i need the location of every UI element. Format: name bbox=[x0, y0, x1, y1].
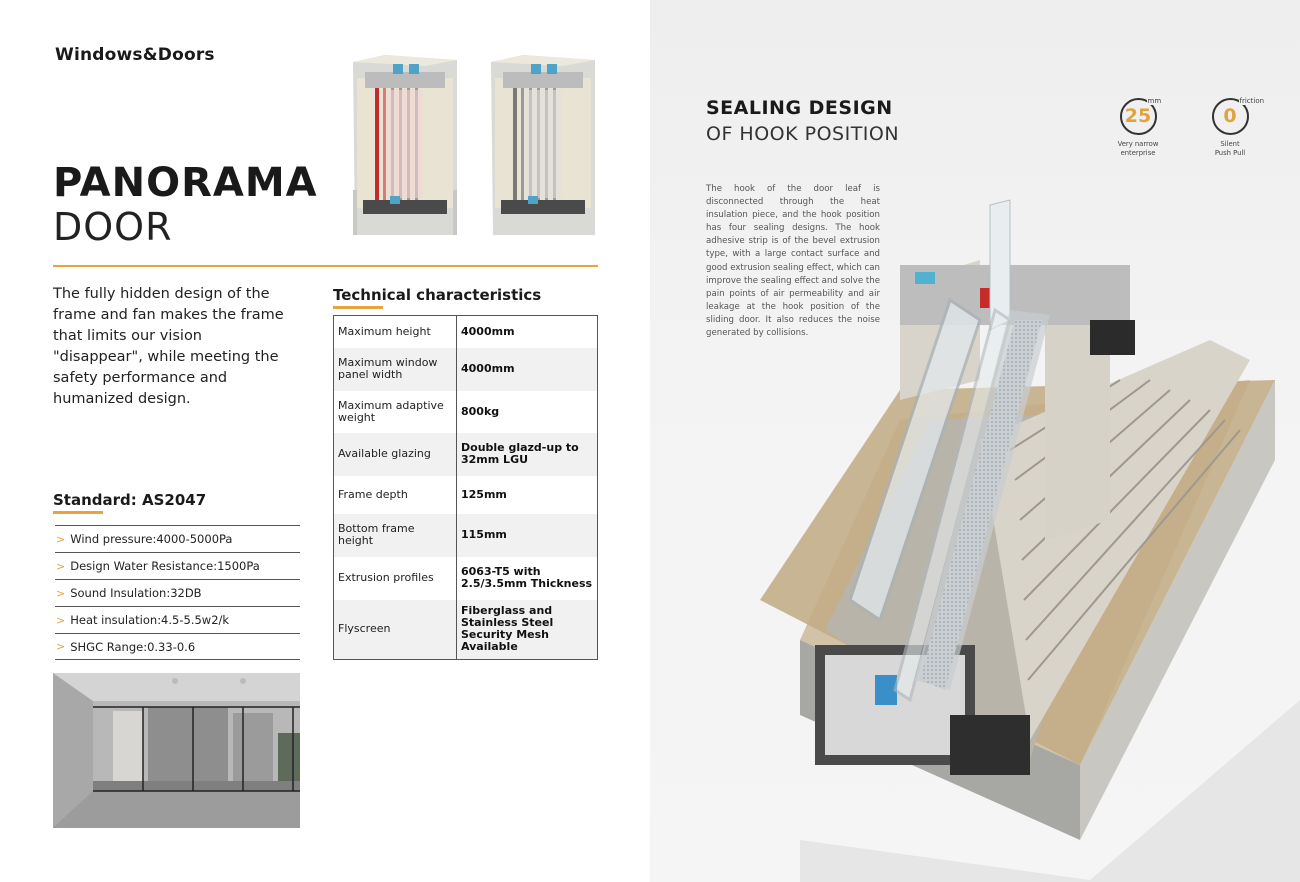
sealing-title: SEALING DESIGN bbox=[706, 97, 893, 119]
tech-title: Technical characteristics bbox=[333, 286, 542, 304]
chevron-right-icon: > bbox=[56, 613, 66, 627]
sealing-description: The hook of the door leaf is disconnecte… bbox=[706, 184, 880, 339]
chevron-right-icon: > bbox=[56, 586, 66, 600]
tech-key: Extrusion profiles bbox=[333, 556, 457, 600]
badge-ring: 0 friction bbox=[1211, 97, 1266, 135]
interior-photo bbox=[53, 673, 300, 828]
tech-key: Bottom frame height bbox=[333, 513, 457, 557]
tech-key: Frame depth bbox=[333, 475, 457, 514]
standard-list: > Wind pressure:4000-5000Pa > Design Water… bbox=[55, 525, 300, 660]
table-row: Flyscreen Fiberglass and Stainless Steel… bbox=[333, 599, 598, 660]
door-section-render bbox=[760, 199, 1300, 882]
table-row: Maximum window panel width 4000mm bbox=[333, 347, 598, 391]
standard-underline bbox=[53, 511, 103, 514]
badge-caption: Silent Push Pull bbox=[1200, 140, 1260, 157]
badge-caption-line: Push Pull bbox=[1214, 148, 1246, 157]
standard-item: > Wind pressure:4000-5000Pa bbox=[55, 525, 300, 552]
tech-value: 4000mm bbox=[456, 347, 598, 391]
tech-key: Available glazing bbox=[333, 432, 457, 476]
frame-section-illustrations bbox=[353, 55, 595, 235]
badge-unit: mm bbox=[1146, 97, 1163, 105]
standard-item-label: Design Water Resistance:1500Pa bbox=[70, 559, 260, 573]
table-row: Maximum adaptive weight 800kg bbox=[333, 390, 598, 433]
badge-unit: friction bbox=[1238, 97, 1266, 105]
tech-value: Fiberglass and Stainless Steel Security … bbox=[456, 599, 598, 660]
table-row: Bottom frame height 115mm bbox=[333, 513, 598, 557]
tech-underline bbox=[333, 306, 383, 309]
tech-value: 800kg bbox=[461, 404, 500, 418]
badge-caption-line: Very narrow bbox=[1117, 140, 1159, 148]
standard-item-label: Heat insulation:4.5-5.5w2/k bbox=[70, 613, 230, 627]
table-row: Available glazing Double glazd-up to 32m… bbox=[333, 432, 598, 476]
standard-item-label: SHGC Range:0.33-0.6 bbox=[70, 639, 196, 654]
narrow-frame-badge: 25 mm Very narrow enterprise bbox=[1108, 97, 1168, 157]
zero-friction-badge: 0 friction Silent Push Pull bbox=[1200, 97, 1266, 157]
tech-key: Maximum adaptive weight bbox=[333, 390, 457, 433]
tech-value: 4000mm bbox=[461, 324, 515, 338]
table-row: Extrusion profiles 6063-T5 with 2.5/3.5m… bbox=[333, 556, 598, 600]
tech-value: 6063-T5 with 2.5/3.5mm Thickness bbox=[461, 565, 593, 590]
page-subtitle: DOOR bbox=[53, 205, 173, 249]
section-divider bbox=[53, 265, 598, 267]
standard-item: > Design Water Resistance:1500Pa bbox=[55, 552, 300, 579]
right-page: SEALING DESIGN OF HOOK POSITION The hook… bbox=[650, 0, 1300, 882]
tech-key: Flyscreen bbox=[333, 599, 457, 660]
tech-key: Maximum window panel width bbox=[333, 347, 457, 391]
table-row: Frame depth 125mm bbox=[333, 475, 598, 514]
standard-item-label: Wind pressure:4000-5000Pa bbox=[70, 532, 233, 546]
brand-title: Windows&Doors bbox=[55, 45, 215, 65]
chevron-right-icon: > bbox=[56, 532, 66, 546]
badge-ring: 25 mm bbox=[1119, 97, 1163, 135]
standard-item: > Heat insulation:4.5-5.5w2/k bbox=[55, 606, 300, 633]
standard-title: Standard: AS2047 bbox=[53, 491, 207, 509]
table-row: Maximum height 4000mm bbox=[333, 315, 598, 348]
frame-section-red-illustration bbox=[353, 55, 457, 235]
standard-item: > SHGC Range:0.33-0.6 bbox=[55, 633, 300, 660]
badge-number: 0 bbox=[1223, 105, 1237, 127]
badge-caption: Very narrow enterprise bbox=[1108, 140, 1168, 157]
chevron-right-icon: > bbox=[56, 559, 66, 573]
standard-item-label: Sound Insulation:32DB bbox=[70, 586, 202, 600]
badge-caption-line: enterprise bbox=[1120, 148, 1156, 157]
interior-photo-drawing bbox=[53, 673, 300, 828]
page-title: PANORAMA bbox=[53, 160, 318, 206]
tech-key: Maximum height bbox=[333, 315, 457, 348]
sealing-subtitle: OF HOOK POSITION bbox=[706, 123, 900, 145]
tech-value: 125mm bbox=[461, 487, 507, 501]
badge-caption-line: Silent bbox=[1220, 140, 1240, 148]
chevron-right-icon: > bbox=[56, 640, 66, 653]
standard-item: > Sound Insulation:32DB bbox=[55, 579, 300, 606]
tech-value: Double glazd-up to 32mm LGU bbox=[456, 432, 598, 476]
left-page: Windows&Doors bbox=[53, 45, 598, 828]
intro-paragraph: The fully hidden design of the frame and… bbox=[53, 286, 284, 407]
tech-value: 115mm bbox=[456, 513, 598, 557]
badge-number: 25 bbox=[1124, 105, 1152, 127]
frame-section-grey-illustration bbox=[491, 55, 595, 235]
tech-table: Maximum height 4000mm Maximum window pan… bbox=[333, 315, 598, 660]
